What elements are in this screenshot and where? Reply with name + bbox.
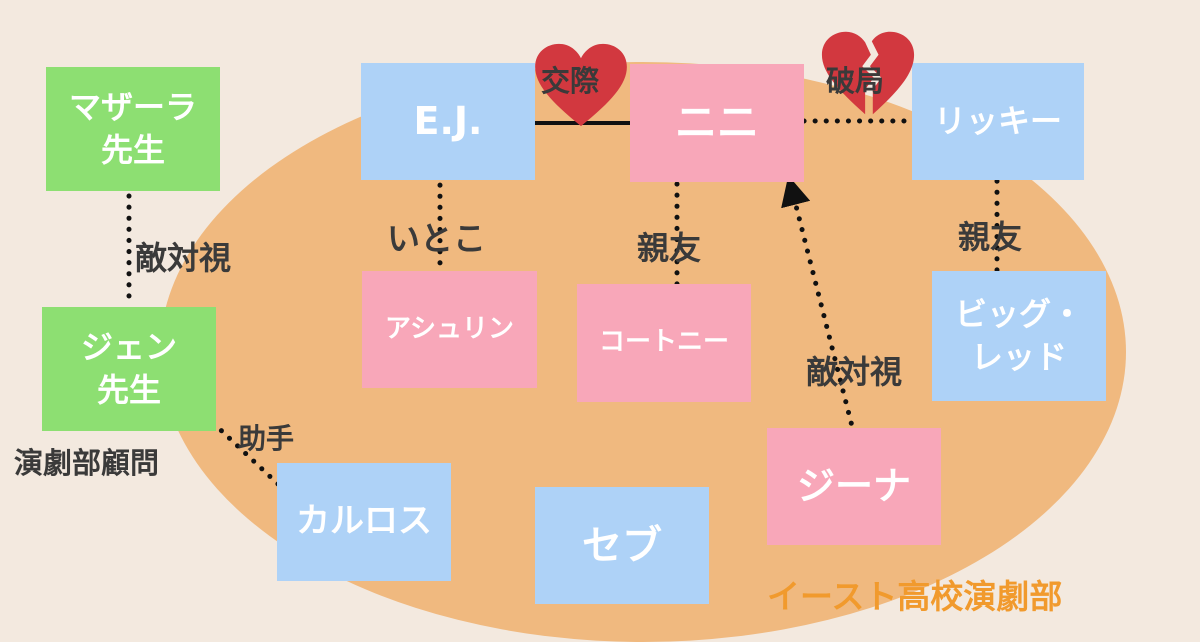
node-ej: E.J. [361,63,535,180]
node-big-red: ビッグ・ レッド [932,271,1106,401]
node-seb: セブ [535,487,709,604]
label-best-friend-ricky: 親友 [958,218,1023,256]
arrow-gina-nini [781,175,857,437]
label-cousin: いとこ [387,219,486,258]
label-rivalry-teachers: 敵対視 [135,239,232,277]
club-title: イースト高校演劇部 [767,577,1063,616]
label-rivalry-gina: 敵対視 [806,353,903,391]
node-jenn: ジェン 先生 [42,307,216,431]
broken-heart-icon [821,31,915,115]
label-drama-advisor: 演劇部顧問 [14,446,160,480]
label-assistant: 助手 [238,422,295,455]
node-gina: ジーナ [767,428,941,545]
node-ashlyn: アシュリン [362,271,537,388]
node-nini: ニニ [630,64,804,182]
label-breakup: 破局 [826,64,885,98]
node-kourtney: コートニー [577,284,751,402]
label-best-friend-nini: 親友 [637,229,702,267]
heart-icon [535,43,627,127]
node-carlos: カルロス [277,463,451,581]
label-dating: 交際 [541,64,600,98]
node-mazzara: マザーラ 先生 [46,67,220,191]
node-ricky: リッキー [912,63,1084,180]
